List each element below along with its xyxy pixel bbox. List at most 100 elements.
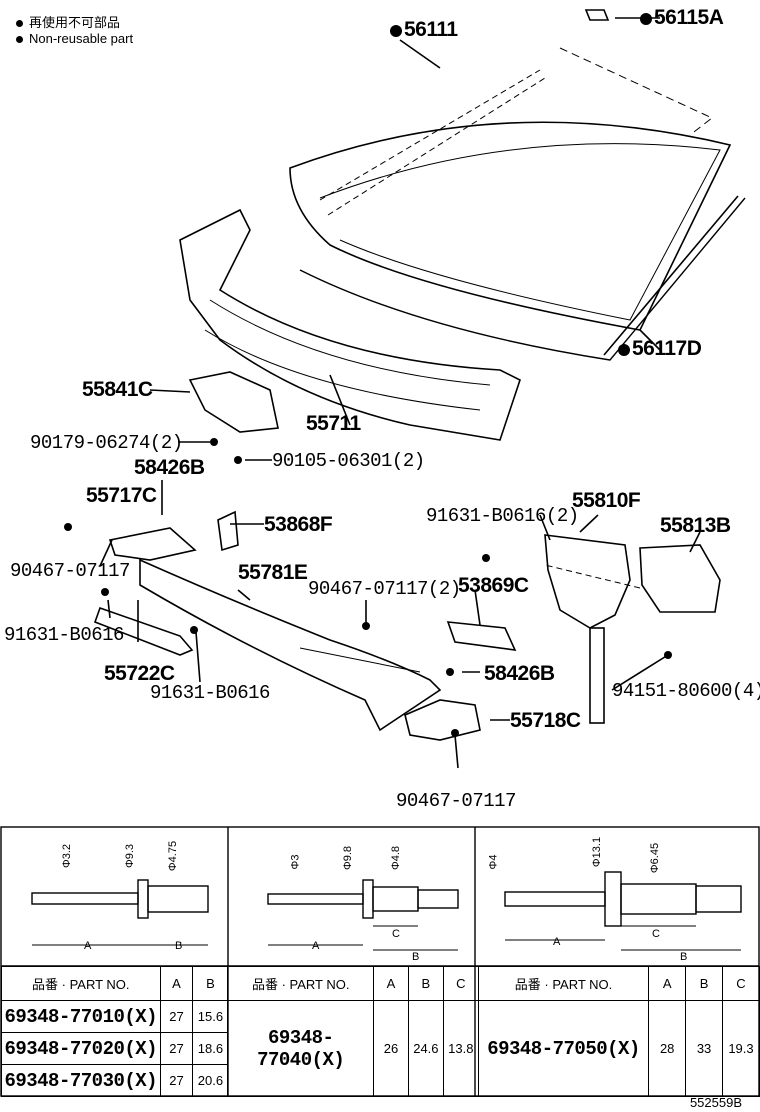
screw-94151-icon: [664, 651, 672, 659]
clip-56115A: [584, 9, 610, 21]
part-number-cell: 69348-77010(X): [1, 1000, 161, 1033]
value-c-cell-group3: 19.3: [721, 1000, 760, 1097]
header-part-no-1: 品番 · PART NO.: [1, 966, 161, 1001]
rivet-3-d1: Φ4: [487, 854, 500, 870]
table-row: 69348-77010(X) 27 15.6 69348-77040(X) 26…: [1, 1000, 760, 1097]
rivet-3-d2: Φ13.1: [591, 836, 604, 868]
label-90179: 90179-06274(2): [30, 432, 183, 454]
header-a-3: A: [648, 966, 687, 1001]
value-a-cell: 27: [159, 1064, 194, 1097]
part-number-cell-group2: 69348-77040(X): [227, 1000, 375, 1097]
rivet-1-d1: Φ3.2: [61, 843, 74, 869]
label-90467-b: 90467-07117: [396, 790, 516, 812]
value-b-cell: 15.6: [192, 1000, 229, 1033]
non-reusable-dot-icon: [640, 13, 652, 25]
value-a-cell-group2: 26: [373, 1000, 409, 1097]
part-number-cell: 69348-77020(X): [1, 1032, 161, 1065]
label-56117D: 56117D: [618, 337, 702, 361]
header-b-2: B: [407, 966, 444, 1001]
non-reusable-dot-icon: [16, 20, 23, 28]
rivet-2-d2: Φ9.8: [342, 845, 355, 871]
bracket-55718C: [404, 699, 481, 741]
table-header-row: 品番 · PART NO. A B 品番 · PART NO. A B C 品番…: [1, 966, 760, 1001]
label-55711: 55711: [306, 412, 361, 435]
seal-55722C: [93, 606, 194, 656]
bracket-55841C: [188, 371, 279, 433]
label-58426B-top: 58426B: [134, 456, 205, 479]
label-55717C: 55717C: [86, 484, 157, 507]
rivet-1-a: A: [84, 940, 92, 952]
value-b-cell-group2: 24.6: [407, 1000, 444, 1097]
header-a-1: A: [159, 966, 194, 1001]
drain-hose: [589, 627, 605, 724]
header-part-no-3: 品番 · PART NO.: [477, 966, 650, 1001]
label-53868F: 53868F: [264, 513, 333, 536]
clip-90467-icon: [64, 523, 72, 531]
non-reusable-dot-icon: [618, 344, 630, 356]
value-a-cell: 27: [159, 1032, 194, 1065]
rivet-2-d3: Φ4.8: [390, 845, 403, 871]
label-91631-b: 91631-B0616: [150, 682, 270, 704]
legend-en-text: Non-reusable part: [29, 31, 134, 46]
label-56115A: 56115A: [640, 6, 724, 30]
value-b-cell: 20.6: [192, 1064, 229, 1097]
clip-58426B-icon: [446, 668, 454, 676]
clip-90467-b-icon: [362, 622, 370, 630]
rivet-1-d2: Φ9.3: [124, 843, 137, 869]
label-56111: 56111: [390, 18, 458, 42]
rivet-2-d1: Φ3: [289, 854, 302, 870]
label-55781E: 55781E: [238, 561, 308, 584]
value-a-cell: 27: [159, 1000, 194, 1033]
header-b-1: B: [192, 966, 229, 1001]
header-c-2: C: [442, 966, 479, 1001]
label-55810F: 55810F: [572, 489, 641, 512]
label-91631-2: 91631-B0616(2): [426, 505, 579, 527]
screw-90105-icon: [234, 456, 242, 464]
label-55813B: 55813B: [660, 514, 731, 537]
rivet-parts-table: 品番 · PART NO. A B 品番 · PART NO. A B C 品番…: [1, 966, 760, 1097]
non-reusable-dot-icon: [16, 36, 23, 44]
rivet-2-drawing: [267, 879, 459, 951]
label-94151: 94151-80600(4): [612, 680, 760, 702]
rivet-3-b: B: [680, 951, 688, 963]
legend-line-2: Non-reusable part: [16, 31, 133, 46]
value-b-cell: 18.6: [192, 1032, 229, 1065]
bracket-53869C: [446, 621, 517, 651]
part-number-cell: 69348-77030(X): [1, 1064, 161, 1097]
nut-91631-b-icon: [190, 626, 198, 634]
rivet-2-a: A: [312, 940, 320, 952]
nut-90179-icon: [210, 438, 218, 446]
moulding-strip: [299, 197, 746, 361]
bracket-55717C: [108, 527, 197, 561]
windshield-inner: [319, 143, 721, 321]
part-number-cell-group3: 69348-77050(X): [477, 1000, 650, 1097]
header-a-2: A: [373, 966, 409, 1001]
label-90105: 90105-06301(2): [272, 450, 425, 472]
header-part-no-2: 品番 · PART NO.: [227, 966, 375, 1001]
value-a-cell-group3: 28: [648, 1000, 687, 1097]
nut-91631-icon: [482, 554, 490, 562]
label-90467-a: 90467-07117: [10, 560, 130, 582]
rivet-3-a: A: [553, 936, 561, 948]
label-53869C: 53869C: [458, 574, 529, 597]
seal-55813B: [639, 544, 721, 613]
non-reusable-dot-icon: [390, 25, 402, 37]
value-b-cell-group3: 33: [685, 1000, 723, 1097]
rivet-2-c: C: [392, 928, 400, 940]
rivet-3-drawing: [504, 871, 742, 951]
panel-53868F: [217, 510, 239, 552]
header-c-3: C: [721, 966, 760, 1001]
clip-90467-c-icon: [451, 729, 459, 737]
rivet-3-c: C: [652, 928, 660, 940]
table-row: 69348-77030(X) 27 20.6: [1, 1064, 760, 1097]
rivet-3-d3: Φ6.45: [649, 842, 662, 874]
rivet-1-drawing: [31, 879, 209, 946]
label-90467-2: 90467-07117(2): [308, 578, 461, 600]
label-91631-a: 91631-B0616: [4, 624, 124, 646]
cowl-panel: [179, 208, 521, 441]
duct-55810F: [544, 534, 631, 629]
label-58426B-bottom: 58426B: [484, 662, 555, 685]
label-55841C: 55841C: [82, 378, 153, 401]
windshield-glass: [289, 121, 732, 331]
